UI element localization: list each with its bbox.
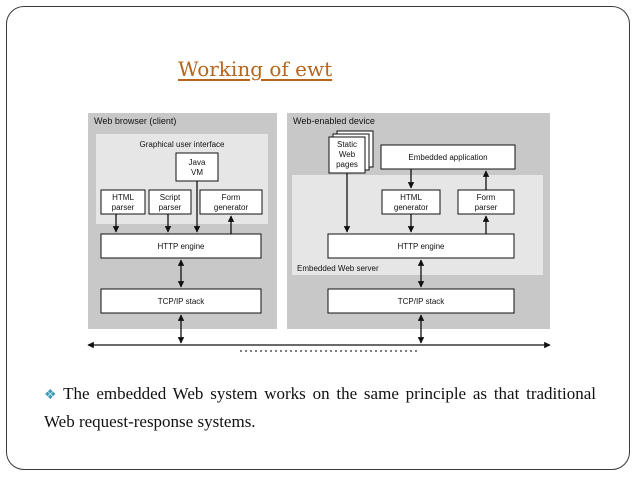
device-tcpip-box: [327, 288, 515, 314]
client-tcpip-label: TCP/IP stack: [158, 297, 206, 306]
static-pages-label-3: pages: [336, 160, 358, 169]
java-vm-label-2: VM: [191, 168, 203, 177]
form-generator-label-2: generator: [214, 203, 249, 212]
form-generator-box: [199, 189, 263, 215]
html-parser-label-2: parser: [112, 203, 135, 212]
device-http-engine-label: HTTP engine: [398, 242, 446, 251]
form-parser-label-2: parser: [475, 203, 498, 212]
server-label: Embedded Web server: [297, 264, 379, 273]
static-pages-label-1: Static: [337, 140, 357, 149]
java-vm-label-1: Java: [189, 158, 206, 167]
html-generator-label-2: generator: [394, 203, 429, 212]
html-parser-label-1: HTML: [112, 193, 134, 202]
bullet-text: The embedded Web system works on the sam…: [44, 384, 596, 431]
client-arrows: [112, 181, 235, 344]
script-parser-label-2: parser: [159, 203, 182, 212]
client-http-engine-box: [100, 233, 262, 259]
client-tcpip-box: [100, 288, 262, 314]
slide-title: Working of ewt: [178, 57, 333, 81]
script-parser-box: [148, 189, 192, 215]
embedded-app-label: Embedded application: [408, 153, 487, 162]
device-tcpip-label: TCP/IP stack: [398, 297, 446, 306]
html-generator-box: [381, 189, 441, 215]
embedded-app-box: [380, 144, 516, 170]
bullet-paragraph: ❖The embedded Web system works on the sa…: [44, 381, 596, 435]
static-page-front: [328, 136, 366, 174]
device-http-engine-box: [327, 233, 515, 259]
client-http-engine-label: HTTP engine: [158, 242, 206, 251]
form-generator-label-1: Form: [222, 193, 241, 202]
form-parser-label-1: Form: [477, 193, 496, 202]
device-arrows: [343, 169, 490, 344]
static-pages-label-2: Web: [339, 150, 356, 159]
device-title: Web-enabled device: [293, 116, 375, 126]
script-parser-label-1: Script: [160, 193, 181, 202]
html-generator-label-1: HTML: [400, 193, 422, 202]
diamond-bullet-icon: ❖: [44, 388, 60, 403]
gui-label: Graphical user interface: [140, 140, 225, 149]
html-parser-box: [100, 189, 146, 215]
client-title: Web browser (client): [94, 116, 176, 126]
